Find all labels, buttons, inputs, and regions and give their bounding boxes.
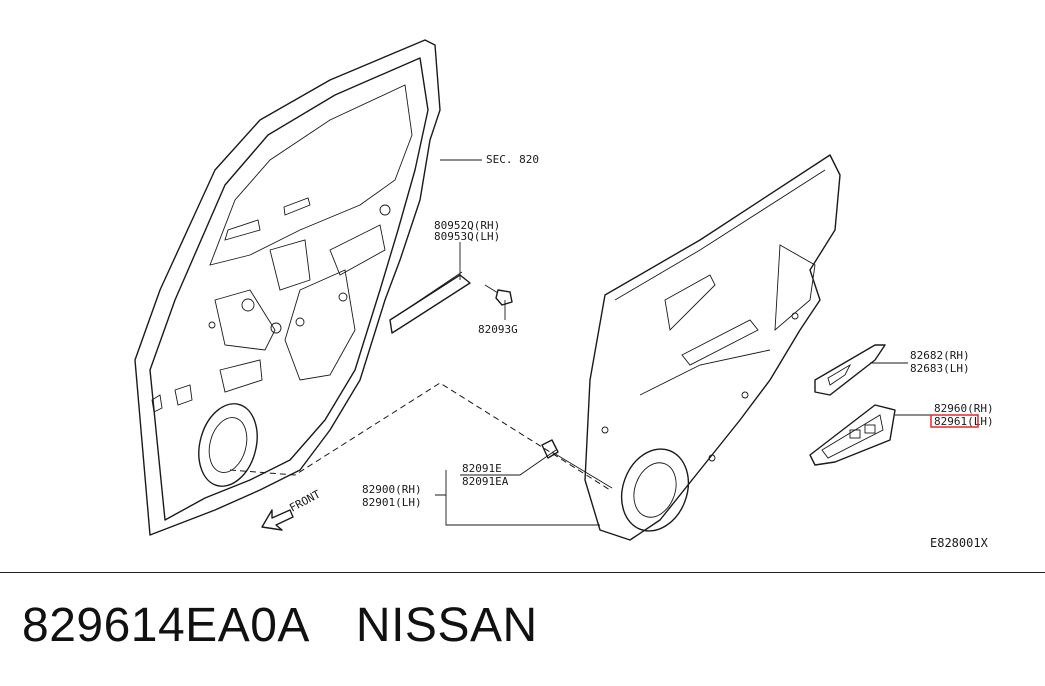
label-front: FRONT [287,487,323,514]
label-82682: 82682(RH) [910,349,970,362]
label-82900: 82900(RH) [362,483,422,496]
label-82091e: 82091E [462,462,502,475]
screw-82093g [484,284,513,306]
leader-82091e [460,449,557,476]
assembly-line-1 [229,382,611,491]
front-arrow-icon [261,509,294,531]
finisher-82682 [814,344,886,396]
label-82901: 82901(LH) [362,496,422,509]
divider-line [0,572,1045,573]
label-82683: 82683(LH) [910,362,970,375]
label-82960: 82960(RH) [934,402,994,415]
footer-title: 829614EA0A NISSAN [22,598,584,653]
part-number: 829614EA0A [22,599,310,652]
switch-bezel-82960 [809,404,896,466]
label-82961: 82961(LH) [934,415,994,428]
highlight-box [930,414,979,428]
label-sec-820: SEC. 820 [486,153,539,166]
leader-82900 [435,494,600,526]
door-shell [134,39,441,536]
brand-name: NISSAN [355,599,538,652]
diagram-reference: E828001X [930,536,989,550]
label-82093g: 82093G [478,323,518,336]
label-80953q: 80953Q(LH) [434,230,500,243]
label-82091ea: 82091EA [462,475,509,488]
exploded-parts-diagram: SEC. 820 80952Q(RH) 80953Q(LH) 82093G 82… [134,39,994,550]
door-trim-panel [584,154,841,541]
label-80952q: 80952Q(RH) [434,219,500,232]
clip-82091e [541,439,613,489]
bracket-80952q [389,271,471,334]
